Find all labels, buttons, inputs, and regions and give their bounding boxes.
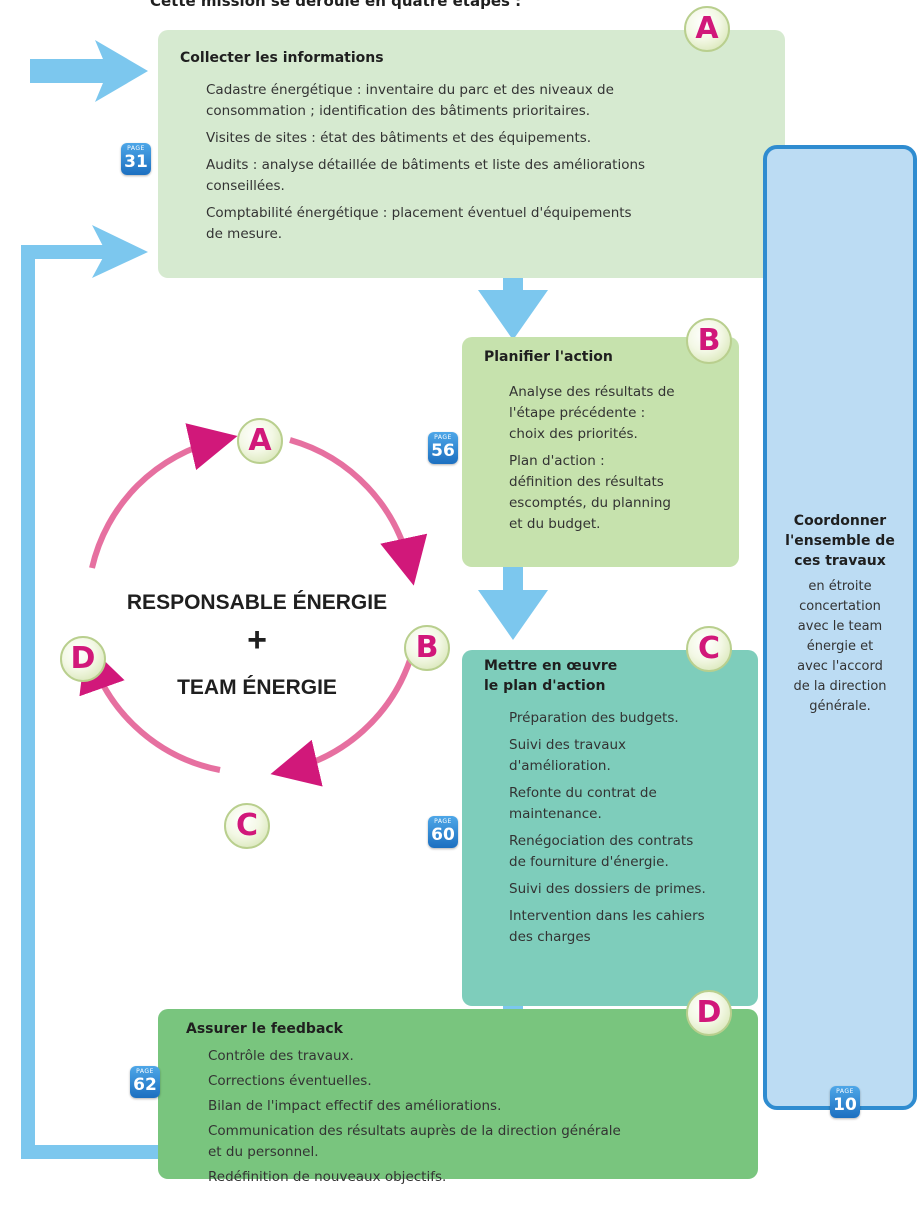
page-badge-label: PAGE xyxy=(136,1068,154,1075)
feedback-loop-arrowhead xyxy=(92,225,148,278)
cycle-label-team: TEAM ÉNERGIE xyxy=(177,676,337,699)
step-d-items: Contrôle des travaux. Corrections éventu… xyxy=(208,1046,753,1188)
coordination-text-line: avec le team xyxy=(797,619,883,634)
step-b-item: l'étape précédente : xyxy=(509,405,646,421)
cycle-arrow-a-to-b xyxy=(289,437,428,586)
page-badge-number: 62 xyxy=(133,1075,157,1095)
step-d-item: et du personnel. xyxy=(208,1144,319,1160)
coordination-text-line: en étroite xyxy=(808,579,872,594)
step-c-item: Suivi des dossiers de primes. xyxy=(509,881,706,897)
step-c-item: des charges xyxy=(509,929,591,945)
page-badge-number: 60 xyxy=(431,825,455,845)
page-badge-62[interactable]: PAGE 62 xyxy=(130,1066,160,1098)
step-c-item: Suivi des travaux xyxy=(509,737,627,753)
step-c-item: Refonte du contrat de xyxy=(509,785,657,801)
step-a-item: Cadastre énergétique : inventaire du par… xyxy=(206,82,614,98)
page-badge-number: 31 xyxy=(124,152,148,172)
coordination-text-line: concertation xyxy=(799,599,881,614)
coordination-text-line: énergie et xyxy=(806,639,874,654)
step-b-item: choix des priorités. xyxy=(509,426,638,442)
page-badge-31[interactable]: PAGE 31 xyxy=(121,143,151,175)
step-a-item: consommation ; identification des bâtime… xyxy=(206,103,591,119)
coordination-text-line: générale. xyxy=(809,699,871,714)
cycle-arrow-c-to-d xyxy=(79,643,221,773)
step-b-item: Analyse des résultats de xyxy=(509,384,675,400)
step-c-item: Intervention dans les cahiers xyxy=(509,908,705,924)
page-badge-number: 56 xyxy=(431,441,455,461)
step-a-item: Audits : analyse détaillée de bâtiments … xyxy=(206,157,646,173)
page-badge-label: PAGE xyxy=(836,1088,854,1095)
step-d-item: Corrections éventuelles. xyxy=(208,1073,372,1089)
cycle-diagram xyxy=(79,423,428,787)
cycle-letter-a: A xyxy=(237,418,283,464)
step-c-item: maintenance. xyxy=(509,806,602,822)
step-c-title-line2: le plan d'action xyxy=(484,678,606,694)
page-badge-10[interactable]: PAGE 10 xyxy=(830,1086,860,1118)
step-c-title-line1: Mettre en œuvre xyxy=(484,658,618,674)
step-b-item: Plan d'action : xyxy=(509,453,605,469)
page-badge-56[interactable]: PAGE 56 xyxy=(428,432,458,464)
arrow-b-to-c xyxy=(478,567,548,640)
step-c-item: Renégociation des contrats xyxy=(509,833,694,849)
cycle-plus-sign: + xyxy=(247,621,267,659)
step-d-item: Bilan de l'impact effectif des améliorat… xyxy=(208,1098,502,1114)
cycle-letter-d: D xyxy=(60,636,106,682)
step-b-items: Analyse des résultats de l'étape précéde… xyxy=(509,382,729,535)
coordination-title-line: Coordonner xyxy=(793,513,887,529)
step-c-items: Préparation des budgets. Suivi des trava… xyxy=(509,708,749,948)
step-d-item: Redéfinition de nouveaux objectifs. xyxy=(208,1169,447,1185)
step-a-title: Collecter les informations xyxy=(180,50,384,66)
step-a-items: Cadastre énergétique : inventaire du par… xyxy=(206,80,766,245)
cycle-letter-c: C xyxy=(224,803,270,849)
page-badge-label: PAGE xyxy=(434,434,452,441)
step-a-item: de mesure. xyxy=(206,226,283,242)
step-c-item: d'amélioration. xyxy=(509,758,611,774)
step-b-item: définition des résultats xyxy=(509,474,664,490)
step-d-item: Contrôle des travaux. xyxy=(208,1048,354,1064)
step-b-item: escomptés, du planning xyxy=(509,495,671,511)
step-b-title: Planifier l'action xyxy=(484,349,613,365)
page-badge-60[interactable]: PAGE 60 xyxy=(428,816,458,848)
coordination-title: Coordonner l'ensemble de ces travaux xyxy=(767,511,913,571)
cycle-arrow-d-to-a xyxy=(89,423,238,569)
page-badge-label: PAGE xyxy=(434,818,452,825)
coordination-panel: Coordonner l'ensemble de ces travaux en … xyxy=(763,145,917,1110)
step-a-letter-badge: A xyxy=(684,6,730,52)
step-a-item: Visites de sites : état des bâtiments et… xyxy=(206,130,592,146)
step-c-letter-badge: C xyxy=(686,626,732,672)
coordination-text-line: avec l'accord xyxy=(797,659,883,674)
cycle-letter-b: B xyxy=(404,625,450,671)
cycle-label-responsable: RESPONSABLE ÉNERGIE xyxy=(126,591,388,614)
step-d-letter-badge: D xyxy=(686,990,732,1036)
step-d-box: Assurer le feedback Contrôle des travaux… xyxy=(158,1009,758,1185)
step-a-box: Collecter les informations Cadastre éner… xyxy=(158,30,785,278)
step-b-item: et du budget. xyxy=(509,516,601,532)
step-d-title: Assurer le feedback xyxy=(186,1021,343,1037)
page-badge-number: 10 xyxy=(833,1095,857,1115)
entry-arrow xyxy=(30,40,148,102)
cycle-arrow-b-to-c xyxy=(270,659,413,787)
coordination-text-line: de la direction xyxy=(793,679,887,694)
step-c-item: de fourniture d'énergie. xyxy=(509,854,669,870)
step-d-item: Communication des résultats auprès de la… xyxy=(208,1123,621,1139)
feedback-loop-line xyxy=(21,245,158,1159)
step-a-item: conseillées. xyxy=(206,178,285,194)
step-c-box: Mettre en œuvre le plan d'action Prépara… xyxy=(462,650,758,1006)
page-badge-label: PAGE xyxy=(127,145,145,152)
coordination-text: en étroite concertation avec le team éne… xyxy=(767,577,913,717)
step-a-item: Comptabilité énergétique : placement éve… xyxy=(206,205,632,221)
step-b-box: Planifier l'action Analyse des résultats… xyxy=(462,337,739,567)
coordination-title-line: ces travaux xyxy=(794,553,886,569)
coordination-title-line: l'ensemble de xyxy=(785,533,895,549)
step-c-item: Préparation des budgets. xyxy=(509,710,679,726)
step-b-letter-badge: B xyxy=(686,318,732,364)
page-title: Cette mission se déroule en quatre étape… xyxy=(150,0,522,10)
